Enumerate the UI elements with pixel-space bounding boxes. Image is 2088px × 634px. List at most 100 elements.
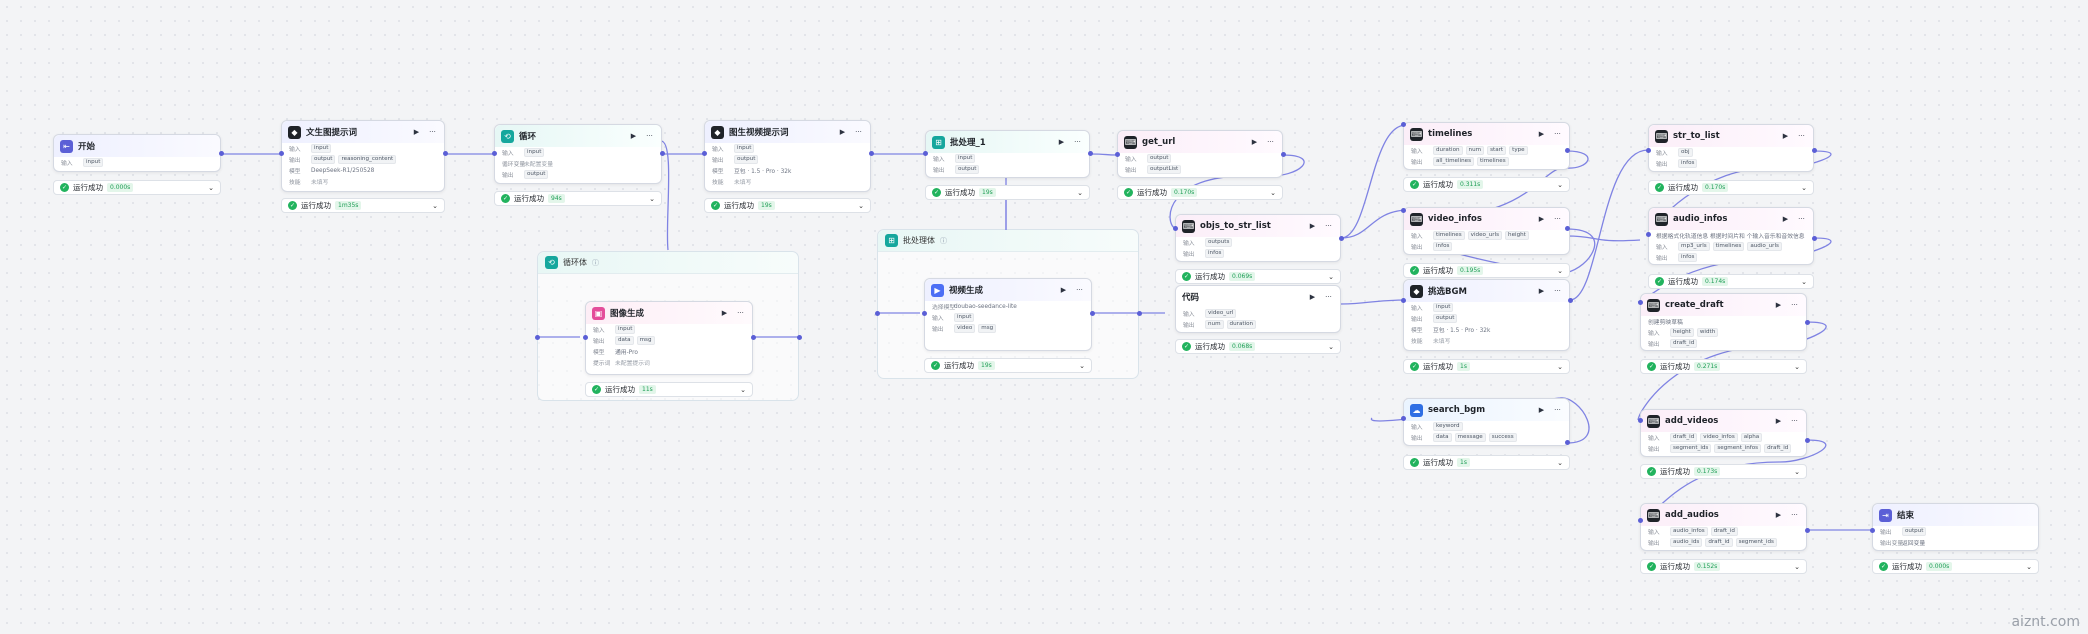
more-icon[interactable]: ···: [1554, 406, 1561, 414]
play-icon[interactable]: ▶: [1775, 301, 1782, 309]
output-port[interactable]: [1565, 440, 1570, 445]
output-port[interactable]: [1088, 151, 1093, 156]
input-port[interactable]: [1401, 416, 1406, 421]
input-port[interactable]: [1173, 226, 1178, 231]
more-icon[interactable]: ···: [1791, 301, 1798, 309]
more-icon[interactable]: ···: [737, 309, 744, 317]
input-port[interactable]: [702, 151, 707, 156]
more-icon[interactable]: ···: [1325, 293, 1332, 301]
play-icon[interactable]: ▶: [1058, 138, 1065, 146]
input-port[interactable]: [279, 151, 284, 156]
output-port[interactable]: [1137, 311, 1142, 316]
chevron-down-icon[interactable]: ⌄: [740, 385, 746, 394]
input-port[interactable]: [1638, 300, 1643, 305]
input-port[interactable]: [1646, 232, 1651, 237]
chevron-down-icon[interactable]: ⌄: [649, 194, 655, 203]
more-icon[interactable]: ···: [1554, 287, 1561, 295]
output-port[interactable]: [1805, 438, 1810, 443]
chevron-down-icon[interactable]: ⌄: [1557, 266, 1563, 275]
input-port[interactable]: [492, 151, 497, 156]
input-port[interactable]: [535, 335, 540, 340]
input-port[interactable]: [1401, 208, 1406, 213]
more-icon[interactable]: ···: [1798, 215, 1805, 223]
info-icon[interactable]: ⓘ: [592, 258, 599, 267]
output-port[interactable]: [1805, 320, 1810, 325]
input-port[interactable]: [1115, 152, 1120, 157]
chevron-down-icon[interactable]: ⌄: [208, 183, 214, 192]
output-port[interactable]: [1805, 528, 1810, 533]
more-icon[interactable]: ···: [429, 128, 436, 136]
input-port[interactable]: [583, 335, 588, 340]
more-icon[interactable]: ···: [646, 132, 653, 140]
more-icon[interactable]: ···: [1074, 138, 1081, 146]
chevron-down-icon[interactable]: ⌄: [1557, 362, 1563, 371]
input-port[interactable]: [923, 151, 928, 156]
output-port[interactable]: [1565, 226, 1570, 231]
play-icon[interactable]: ▶: [1309, 293, 1316, 301]
chevron-down-icon[interactable]: ⌄: [1270, 188, 1276, 197]
output-port[interactable]: [1812, 148, 1817, 153]
output-port[interactable]: [660, 151, 665, 156]
input-port[interactable]: [1638, 518, 1643, 523]
chevron-down-icon[interactable]: ⌄: [2026, 562, 2032, 571]
input-port[interactable]: [875, 311, 880, 316]
info-icon[interactable]: ⓘ: [940, 236, 947, 245]
output-port[interactable]: [869, 151, 874, 156]
play-icon[interactable]: ▶: [1775, 417, 1782, 425]
play-icon[interactable]: ▶: [630, 132, 637, 140]
chevron-down-icon[interactable]: ⌄: [1794, 467, 1800, 476]
play-icon[interactable]: ▶: [1782, 215, 1789, 223]
play-icon[interactable]: ▶: [1309, 222, 1316, 230]
output-port[interactable]: [1339, 236, 1344, 241]
play-icon[interactable]: ▶: [1538, 406, 1545, 414]
chevron-down-icon[interactable]: ⌄: [1794, 562, 1800, 571]
output-port[interactable]: [1565, 148, 1570, 153]
chevron-down-icon[interactable]: ⌄: [1557, 180, 1563, 189]
play-icon[interactable]: ▶: [413, 128, 420, 136]
play-icon[interactable]: ▶: [1782, 132, 1789, 140]
node-audio-infos[interactable]: ⌨ audio_infos ▶··· 根据格式化轨道信息 根据时间片和 个输入音…: [1648, 207, 1814, 265]
chevron-down-icon[interactable]: ⌄: [1328, 272, 1334, 281]
chevron-down-icon[interactable]: ⌄: [1328, 342, 1334, 351]
chevron-down-icon[interactable]: ⌄: [858, 201, 864, 210]
more-icon[interactable]: ···: [1325, 222, 1332, 230]
output-port[interactable]: [1568, 298, 1573, 303]
play-icon[interactable]: ▶: [1060, 286, 1067, 294]
more-icon[interactable]: ···: [855, 128, 862, 136]
play-icon[interactable]: ▶: [1251, 138, 1258, 146]
chevron-down-icon[interactable]: ⌄: [1794, 362, 1800, 371]
more-icon[interactable]: ···: [1267, 138, 1274, 146]
chevron-down-icon[interactable]: ⌄: [1077, 188, 1083, 197]
output-port[interactable]: [797, 335, 802, 340]
play-icon[interactable]: ▶: [1538, 215, 1545, 223]
input-port[interactable]: [922, 311, 927, 316]
chevron-down-icon[interactable]: ⌄: [1079, 361, 1085, 370]
chevron-down-icon[interactable]: ⌄: [1801, 277, 1807, 286]
output-port[interactable]: [1281, 152, 1286, 157]
output-port[interactable]: [1090, 311, 1095, 316]
